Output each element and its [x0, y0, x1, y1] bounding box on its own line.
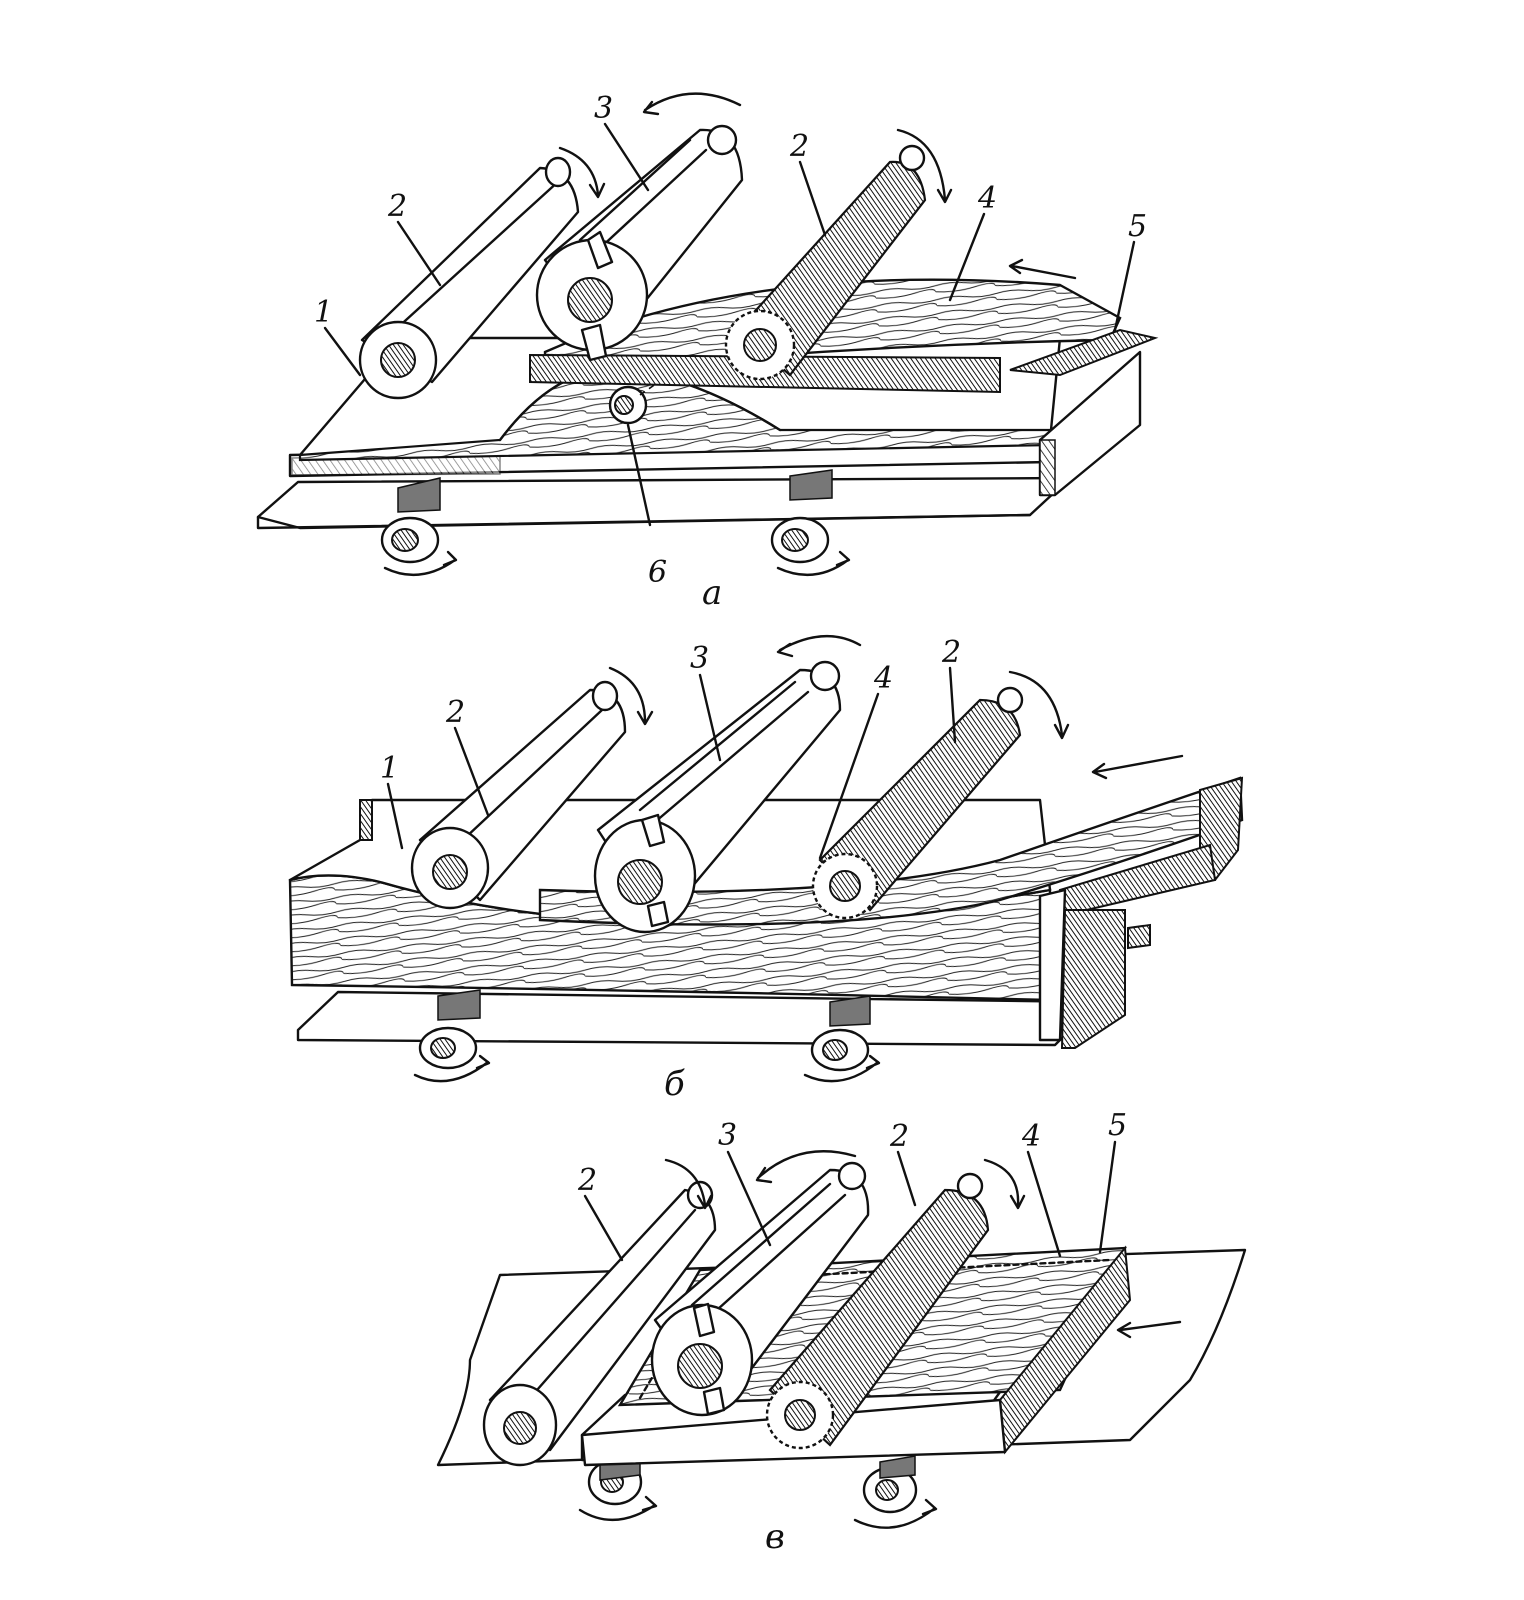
label-a-6: 6 [648, 555, 667, 590]
label-b-2-right: 2 [941, 635, 961, 670]
roller-2-v-right [765, 1172, 990, 1450]
labels-panel-b: 1 2 3 4 2 б [380, 635, 961, 1104]
feed-wheel-a-left [380, 516, 458, 577]
feed-wheel-b-right [803, 1028, 881, 1083]
caption-a: а [702, 573, 722, 613]
roller-2-a-left [358, 156, 580, 400]
carriage-plate-a [256, 476, 1072, 530]
caption-v: в [765, 1517, 785, 1557]
label-v-3: 3 [718, 1118, 737, 1153]
panel-v [436, 1150, 1247, 1529]
roller-3-b [593, 660, 842, 934]
label-b-3: 3 [690, 641, 709, 676]
label-a-1: 1 [314, 295, 333, 330]
label-v-2-right: 2 [889, 1119, 909, 1154]
label-b-2-left: 2 [445, 695, 465, 730]
feed-wheel-v-right [853, 1466, 938, 1529]
panel-b [288, 635, 1244, 1083]
roller-2-b-left [410, 680, 627, 910]
roller-2-v-left [482, 1180, 717, 1467]
label-a-5: 5 [1128, 209, 1147, 244]
roller-2-b-right [811, 686, 1024, 920]
labels-panel-v: 2 3 2 4 5 в [577, 1108, 1127, 1557]
feed-wheel-b-left [413, 1026, 491, 1083]
carriage-plate-b [296, 990, 1100, 1047]
panel-a [256, 92, 1159, 577]
labels-panel-a: 1 2 3 2 4 5 6 а [314, 91, 1147, 613]
label-v-2-left: 2 [577, 1163, 597, 1198]
stop-block-b [1038, 888, 1151, 1049]
label-a-2-left: 2 [387, 189, 407, 224]
label-b-1: 1 [380, 751, 399, 786]
label-a-3: 3 [594, 91, 613, 126]
feed-wheel-a-right [770, 516, 851, 577]
roller-3-v [650, 1161, 870, 1417]
pivot-6-a [608, 359, 691, 527]
caption-b: б [664, 1064, 685, 1104]
label-v-4: 4 [1021, 1119, 1041, 1154]
label-v-5: 5 [1108, 1108, 1127, 1143]
label-a-2-right: 2 [789, 129, 809, 164]
label-b-4: 4 [873, 661, 893, 696]
roller-2-a-right [724, 144, 927, 381]
roller-3-a [535, 124, 744, 362]
label-a-4: 4 [977, 181, 997, 216]
stop-5-a [1009, 328, 1159, 497]
